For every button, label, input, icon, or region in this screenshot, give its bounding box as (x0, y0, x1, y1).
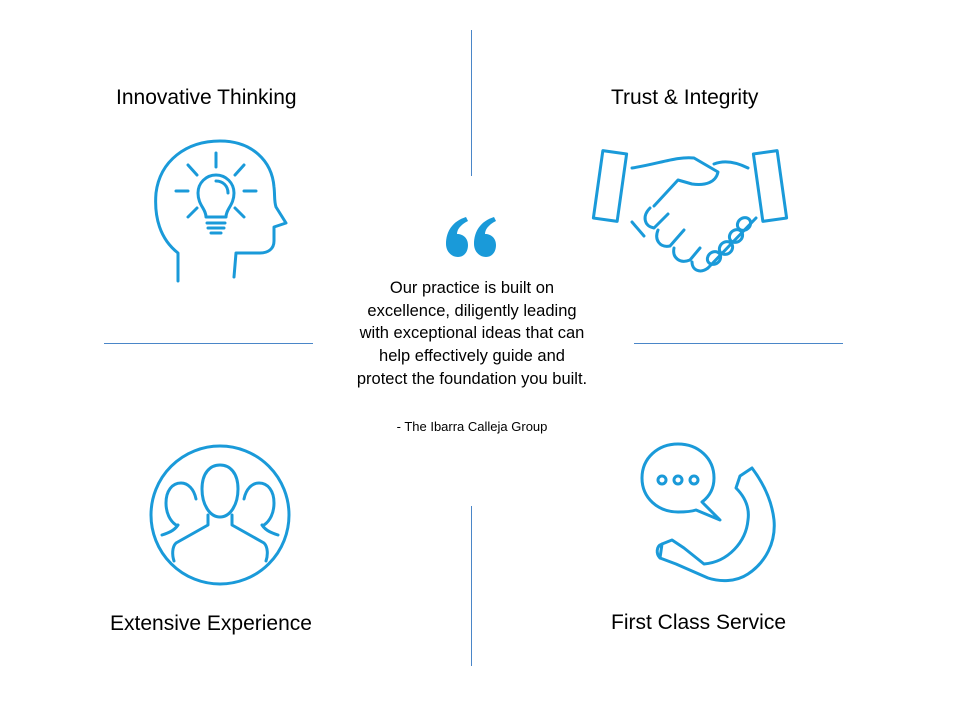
quote-text: Our practice is built on excellence, dil… (356, 279, 588, 388)
handshake-icon (588, 149, 798, 275)
divider-left (104, 343, 313, 344)
head-lightbulb-icon (150, 135, 295, 285)
label-first-class-service: First Class Service (611, 611, 787, 634)
quote-mark-icon (446, 217, 496, 257)
divider-right (634, 343, 843, 344)
divider-bottom (471, 506, 472, 666)
quote-attribution: - The Ibarra Calleja Group (396, 418, 548, 434)
people-group-icon (148, 443, 292, 587)
label-trust-integrity: Trust & Integrity (611, 86, 759, 109)
label-innovative-thinking: Innovative Thinking (116, 86, 297, 109)
phone-chat-icon (636, 440, 786, 585)
quote-block: Our practice is built on excellence, dil… (352, 205, 592, 434)
label-extensive-experience: Extensive Experience (110, 612, 312, 635)
divider-top (471, 30, 472, 176)
